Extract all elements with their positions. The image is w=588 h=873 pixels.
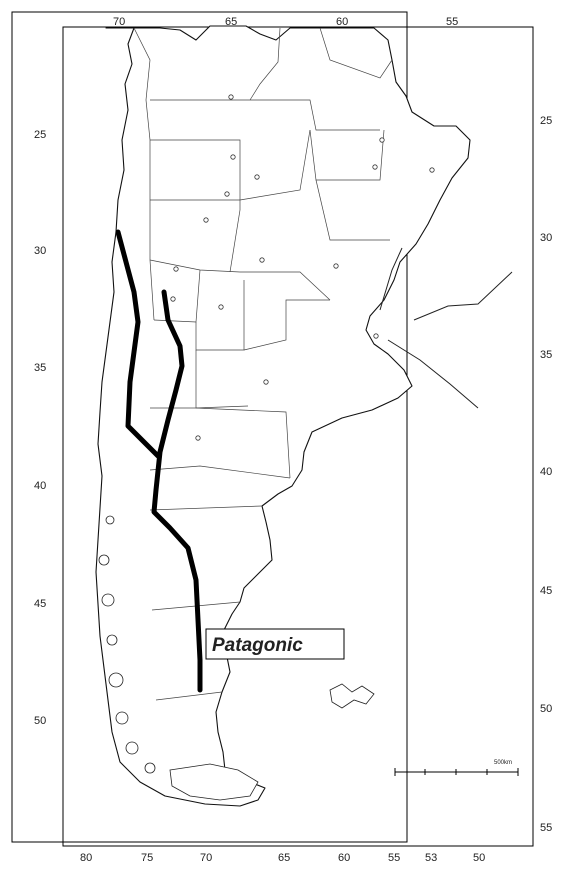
city-marker	[254, 174, 260, 180]
right-tick-45: 45	[540, 585, 552, 597]
region-label-box	[205, 628, 345, 660]
city-marker	[429, 167, 435, 173]
right-tick-25: 25	[540, 115, 552, 127]
top-tick-60: 60	[336, 16, 348, 28]
route-east	[151, 289, 203, 693]
city-marker	[372, 164, 378, 170]
scale-label: 500km	[494, 760, 512, 766]
left-tick-25: 25	[34, 129, 46, 141]
top-tick-labels: 70 65 60 55	[113, 16, 458, 28]
city-marker	[195, 435, 201, 441]
bottom-tick-75: 75	[141, 852, 153, 864]
routes	[115, 229, 203, 693]
left-tick-30: 30	[34, 245, 46, 257]
bottom-tick-70: 70	[200, 852, 212, 864]
city-marker	[228, 94, 234, 100]
landmass-outline	[95, 25, 471, 807]
bottom-tick-55: 55	[388, 852, 400, 864]
top-tick-65: 65	[225, 16, 237, 28]
bottom-tick-labels: 80 75 70 65 60 55 53 50	[80, 852, 485, 864]
city-marker	[203, 217, 209, 223]
city-marker	[230, 154, 236, 160]
city-marker	[224, 191, 230, 197]
city-marker	[218, 304, 224, 310]
chile-archipelago	[98, 515, 156, 774]
tierra-del-fuego	[169, 763, 259, 801]
left-tick-50: 50	[34, 715, 46, 727]
bottom-tick-60: 60	[338, 852, 350, 864]
right-tick-labels: 25 30 35 40 45 50 55	[540, 115, 552, 834]
city-marker	[170, 296, 176, 302]
left-tick-labels: 25 30 35 40 45 50	[34, 129, 46, 727]
left-tick-35: 35	[34, 362, 46, 374]
scale-bar: 500km	[394, 760, 519, 776]
inner-frame	[62, 26, 534, 847]
bottom-tick-50: 50	[473, 852, 485, 864]
right-tick-50: 50	[540, 703, 552, 715]
city-marker	[373, 333, 379, 339]
city-marker	[263, 379, 269, 385]
bottom-tick-53: 53	[425, 852, 437, 864]
left-tick-45: 45	[34, 598, 46, 610]
bottom-tick-80: 80	[80, 852, 92, 864]
route-west	[115, 229, 161, 459]
bottom-tick-65: 65	[278, 852, 290, 864]
rivers	[379, 247, 513, 409]
cities	[170, 94, 435, 441]
region-label: Patagonic	[212, 635, 303, 656]
falkland-islands	[329, 683, 375, 709]
right-tick-55: 55	[540, 822, 552, 834]
provincial-borders	[133, 27, 393, 701]
region-label-group: Patagonic	[205, 628, 345, 660]
map-frame	[11, 11, 408, 843]
left-tick-40: 40	[34, 480, 46, 492]
right-tick-30: 30	[540, 232, 552, 244]
right-tick-35: 35	[540, 349, 552, 361]
city-marker	[259, 257, 265, 263]
city-marker	[333, 263, 339, 269]
top-tick-55: 55	[446, 16, 458, 28]
city-marker	[173, 266, 179, 272]
top-tick-70: 70	[113, 16, 125, 28]
right-tick-40: 40	[540, 466, 552, 478]
city-marker	[379, 137, 385, 143]
